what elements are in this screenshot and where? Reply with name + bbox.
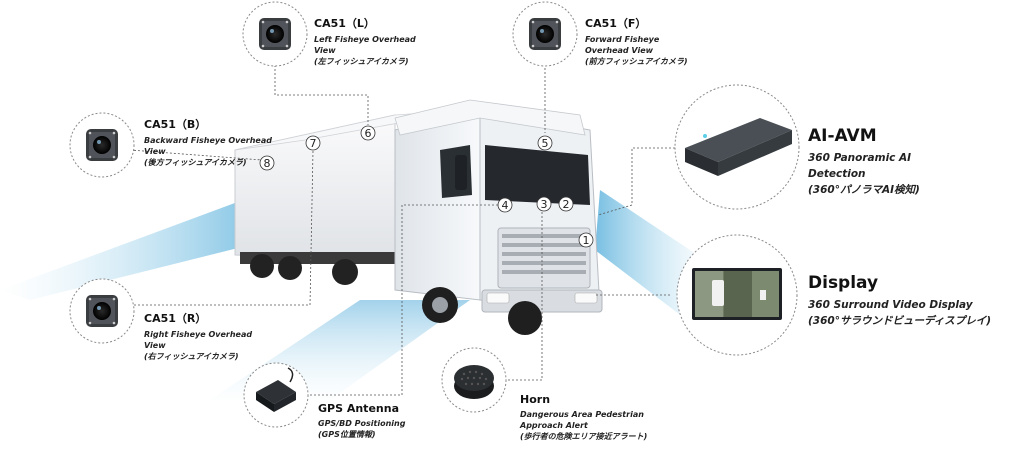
front-wheel bbox=[508, 301, 542, 335]
side-mirror bbox=[455, 155, 467, 190]
label-desc-2: View bbox=[314, 46, 336, 55]
svg-text:3: 3 bbox=[541, 198, 548, 211]
windshield bbox=[485, 145, 590, 205]
label-desc-3: (前方フィッシュアイカメラ) bbox=[585, 57, 688, 66]
label-ca51-r: CA51（R） Right Fisheye Overhead View (右フィ… bbox=[144, 310, 252, 362]
monitor-icon bbox=[692, 268, 782, 320]
bubble-gps bbox=[243, 362, 309, 428]
label-desc-2: (360°サラウンドビューディスプレイ) bbox=[808, 315, 992, 327]
svg-text:2: 2 bbox=[563, 198, 570, 211]
marker-5: 5 bbox=[537, 135, 553, 151]
label-title: AI-AVM bbox=[808, 126, 877, 146]
bubble-ai-avm bbox=[674, 84, 800, 210]
label-desc-1: 360 Panoramic AI bbox=[808, 152, 912, 164]
cab-roof bbox=[394, 99, 586, 136]
svg-text:6: 6 bbox=[365, 127, 372, 140]
label-desc-2: View bbox=[144, 341, 166, 350]
truck bbox=[234, 99, 603, 335]
fisheye-camera-icon bbox=[86, 129, 118, 161]
bubble-display bbox=[676, 234, 798, 356]
gps-puck-icon bbox=[256, 367, 296, 412]
label-desc-2: View bbox=[144, 147, 166, 156]
horn-icon bbox=[454, 365, 494, 399]
marker-7: 7 bbox=[305, 135, 321, 151]
label-desc-1: Left Fisheye Overhead bbox=[314, 35, 416, 44]
label-desc-2: Approach Alert bbox=[520, 421, 588, 430]
leader-ca51-l bbox=[274, 65, 369, 125]
leader-lines bbox=[129, 65, 675, 396]
label-desc-2: Detection bbox=[808, 168, 866, 180]
svg-text:1: 1 bbox=[583, 234, 590, 247]
label-desc-3: (左フィッシュアイカメラ) bbox=[314, 57, 409, 66]
bubble-ca51-l bbox=[242, 1, 308, 67]
bubble-ca51-r bbox=[69, 278, 135, 344]
label-ca51-b: CA51（B） Backward Fisheye Overhead View (… bbox=[144, 116, 272, 168]
label-title: GPS Antenna bbox=[318, 402, 399, 415]
trailer-wheel-1 bbox=[250, 254, 274, 278]
label-desc-1: Backward Fisheye Overhead bbox=[144, 136, 272, 145]
bubble-ca51-b bbox=[69, 112, 135, 178]
label-title: CA51（R） bbox=[144, 312, 207, 325]
trailer-wheel-3 bbox=[332, 259, 358, 285]
label-title: Horn bbox=[520, 393, 551, 406]
avm-box-icon bbox=[685, 118, 792, 176]
trailer-wheel-2 bbox=[278, 256, 302, 280]
svg-text:5: 5 bbox=[542, 137, 549, 150]
leader-ca51-r bbox=[130, 149, 314, 306]
label-ai-avm: AI-AVM 360 Panoramic AI Detection (360°パ… bbox=[808, 126, 920, 198]
grille bbox=[497, 227, 591, 289]
label-ca51-f: CA51（F） Forward Fisheye Overhead View (前… bbox=[585, 15, 688, 67]
label-title: CA51（B） bbox=[144, 118, 207, 131]
label-desc-1: GPS/BD Positioning bbox=[318, 419, 406, 428]
marker-2: 2 bbox=[558, 196, 574, 212]
label-title: CA51（L） bbox=[314, 17, 375, 30]
leader-ai-avm bbox=[597, 147, 675, 216]
label-desc-1: Right Fisheye Overhead bbox=[144, 330, 253, 339]
cab-wheel-hub bbox=[432, 297, 448, 313]
label-title: CA51（F） bbox=[585, 17, 647, 30]
label-display: Display 360 Surround Video Display (360°… bbox=[808, 273, 991, 329]
label-desc-1: Dangerous Area Pedestrian bbox=[520, 410, 644, 419]
leader-horn bbox=[500, 210, 543, 381]
headlight-left bbox=[486, 292, 510, 304]
label-desc-3: (後方フィッシュアイカメラ) bbox=[144, 158, 247, 167]
beam-left bbox=[0, 190, 270, 300]
fisheye-camera-icon bbox=[259, 18, 291, 50]
headlight-right bbox=[574, 292, 598, 304]
label-desc-3: (歩行者の危険エリア接近アラート) bbox=[520, 432, 648, 441]
markers: 1 2 3 4 5 6 7 8 bbox=[259, 125, 594, 248]
label-desc-2: (GPS位置情報) bbox=[318, 430, 376, 439]
label-desc-3: (右フィッシュアイカメラ) bbox=[144, 352, 239, 361]
fisheye-camera-icon bbox=[86, 295, 118, 327]
fisheye-camera-icon bbox=[529, 18, 561, 50]
label-desc-1: 360 Surround Video Display bbox=[808, 299, 973, 311]
svg-text:4: 4 bbox=[502, 199, 509, 212]
label-gps: GPS Antenna GPS/BD Positioning (GPS位置情報) bbox=[318, 402, 405, 440]
label-ca51-l: CA51（L） Left Fisheye Overhead View (左フィッ… bbox=[314, 15, 416, 67]
label-desc-1: Forward Fisheye bbox=[585, 35, 660, 44]
label-horn: Horn Dangerous Area Pedestrian Approach … bbox=[520, 393, 647, 442]
label-title: Display bbox=[808, 273, 879, 293]
leader-gps bbox=[302, 204, 500, 396]
svg-text:7: 7 bbox=[310, 137, 317, 150]
marker-4: 4 bbox=[497, 197, 513, 213]
label-desc-3: (360°パノラマAI検知) bbox=[808, 184, 920, 196]
marker-6: 6 bbox=[360, 125, 376, 141]
label-desc-2: Overhead View bbox=[585, 46, 654, 55]
bubble-ca51-f bbox=[512, 1, 578, 67]
marker-1: 1 bbox=[578, 232, 594, 248]
bubble-horn bbox=[441, 347, 507, 413]
marker-3: 3 bbox=[536, 196, 552, 212]
svg-text:8: 8 bbox=[264, 157, 271, 170]
marker-8: 8 bbox=[259, 155, 275, 171]
